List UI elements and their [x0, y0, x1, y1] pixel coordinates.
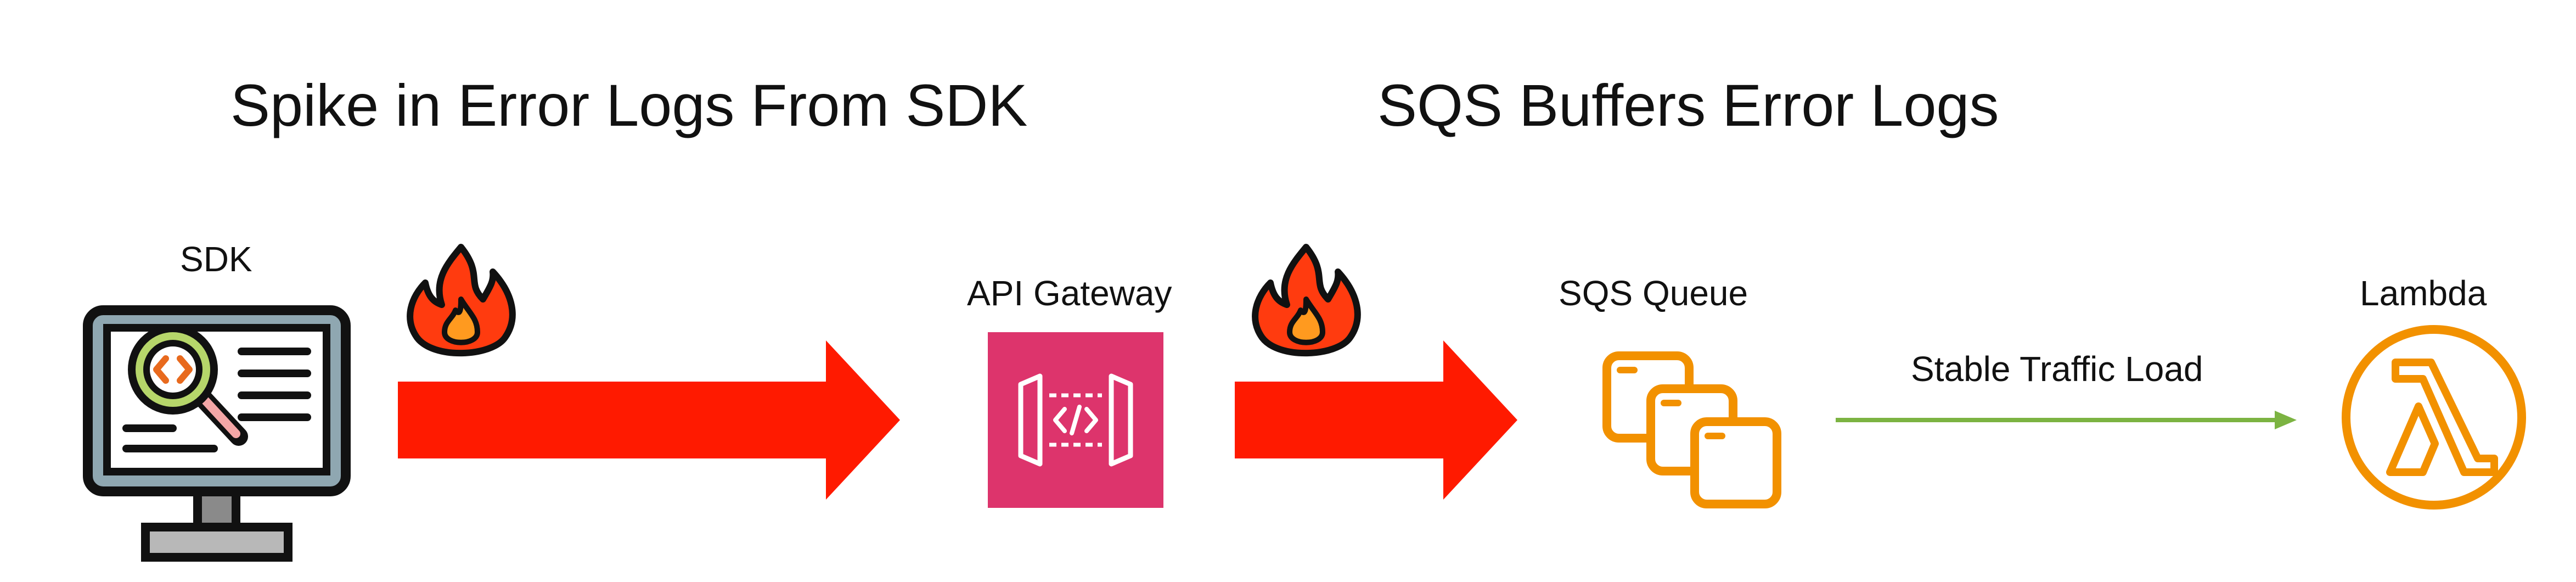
lambda-label: Lambda: [2360, 273, 2487, 313]
sqs-queue-icon: [1602, 351, 1781, 508]
heading-spike-in-error-logs: Spike in Error Logs From SDK: [230, 72, 1028, 138]
stable-traffic-load-label: Stable Traffic Load: [1911, 349, 2203, 389]
spike-arrow-2: [1235, 340, 1517, 500]
api-gateway-icon: [988, 332, 1163, 508]
lambda-icon: [2342, 325, 2526, 510]
api-gateway-label: API Gateway: [967, 273, 1172, 313]
stable-traffic-arrow: [1836, 411, 2297, 429]
fire-icon: [1252, 244, 1361, 357]
sdk-label: SDK: [180, 239, 252, 279]
monitor-code-search-icon: [83, 305, 351, 562]
sqs-queue-label: SQS Queue: [1559, 273, 1748, 313]
fire-icon: [407, 244, 516, 357]
heading-sqs-buffers-error-logs: SQS Buffers Error Logs: [1377, 72, 1999, 138]
spike-arrow-1: [398, 340, 900, 500]
